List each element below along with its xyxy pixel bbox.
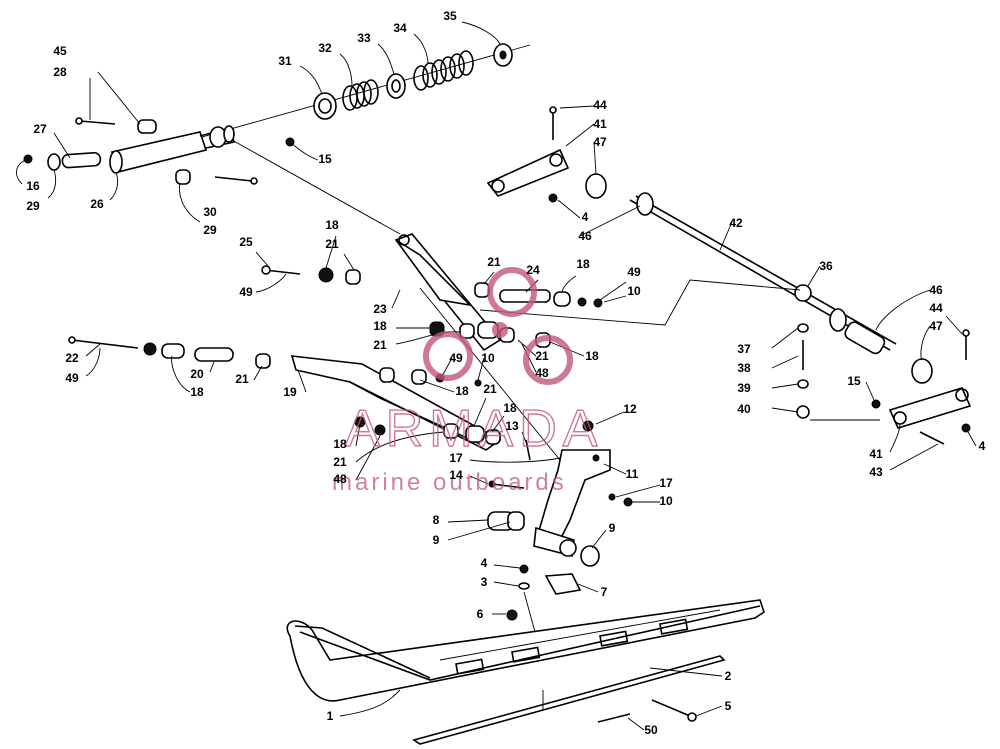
part-callout-4: 4 xyxy=(582,210,589,224)
part-callout-46: 46 xyxy=(578,229,592,243)
part-callout-4: 4 xyxy=(481,556,488,570)
part-callout-18: 18 xyxy=(576,257,590,271)
part-callout-21: 21 xyxy=(483,382,497,396)
part-callout-18: 18 xyxy=(585,349,599,363)
part-callout-44: 44 xyxy=(929,301,943,315)
part-callout-4: 4 xyxy=(979,439,986,453)
part-callout-29: 29 xyxy=(203,223,217,237)
part-callout-47: 47 xyxy=(929,319,943,333)
part-callout-8: 8 xyxy=(433,513,440,527)
watermark-subtitle: marine outboards xyxy=(332,469,567,496)
watermark-title: ARMADA xyxy=(345,400,603,458)
part-callout-18: 18 xyxy=(503,401,517,415)
part-callout-22: 22 xyxy=(65,351,79,365)
watermark: ARMADA marine outboards xyxy=(332,267,603,496)
part-callout-13: 13 xyxy=(505,419,519,433)
part-callout-31: 31 xyxy=(278,54,292,68)
part-callout-6: 6 xyxy=(477,607,484,621)
part-callout-21: 21 xyxy=(333,455,347,469)
steering-linkage xyxy=(479,106,972,445)
radius-rod-assembly xyxy=(68,139,603,461)
part-callout-21: 21 xyxy=(325,237,339,251)
ski xyxy=(286,599,765,745)
part-callout-17: 17 xyxy=(449,451,463,465)
part-callout-41: 41 xyxy=(869,447,883,461)
part-callout-21: 21 xyxy=(535,349,549,363)
shock-absorber-assembly xyxy=(23,43,531,185)
part-callout-44: 44 xyxy=(593,98,607,112)
part-callout-17: 17 xyxy=(659,476,673,490)
part-callout-42: 42 xyxy=(729,216,743,230)
part-callout-9: 9 xyxy=(433,533,440,547)
part-callout-11: 11 xyxy=(626,467,639,481)
part-callout-20: 20 xyxy=(190,367,204,381)
part-callout-21: 21 xyxy=(487,255,501,269)
part-callout-14: 14 xyxy=(449,468,463,482)
part-callout-18: 18 xyxy=(190,385,204,399)
part-callout-32: 32 xyxy=(318,41,332,55)
part-callout-21: 21 xyxy=(235,372,249,386)
part-callout-46: 46 xyxy=(929,283,943,297)
leader-lines xyxy=(16,21,977,731)
part-callout-23: 23 xyxy=(373,302,387,316)
part-callout-19: 19 xyxy=(283,385,297,399)
spindle-housing xyxy=(487,420,633,633)
part-callout-48: 48 xyxy=(535,366,549,380)
part-callout-10: 10 xyxy=(659,494,673,508)
part-callout-39: 39 xyxy=(737,381,751,395)
part-callout-15: 15 xyxy=(318,152,332,166)
part-callout-18: 18 xyxy=(333,437,347,451)
part-callout-15: 15 xyxy=(847,374,861,388)
part-callout-37: 37 xyxy=(737,342,751,356)
part-callout-26: 26 xyxy=(90,197,104,211)
part-callout-25: 25 xyxy=(239,235,253,249)
part-callout-21: 21 xyxy=(373,338,387,352)
part-callout-49: 49 xyxy=(627,265,641,279)
watermark-logo-icon xyxy=(423,267,573,385)
part-callout-18: 18 xyxy=(325,218,339,232)
part-callout-40: 40 xyxy=(737,402,751,416)
part-callout-2: 2 xyxy=(725,669,732,683)
part-callout-34: 34 xyxy=(393,21,407,35)
part-callout-5: 5 xyxy=(725,699,732,713)
part-callout-48: 48 xyxy=(333,472,347,486)
part-callout-49: 49 xyxy=(449,351,463,365)
part-callout-38: 38 xyxy=(737,361,751,375)
part-callout-33: 33 xyxy=(357,31,371,45)
part-callout-10: 10 xyxy=(481,351,495,365)
part-callout-16: 16 xyxy=(26,179,40,193)
part-callout-41: 41 xyxy=(593,117,607,131)
part-callout-47: 47 xyxy=(593,135,607,149)
part-callout-7: 7 xyxy=(601,585,608,599)
part-callout-18: 18 xyxy=(455,384,469,398)
part-callout-3: 3 xyxy=(481,575,488,589)
part-callout-27: 27 xyxy=(33,122,47,136)
part-callout-24: 24 xyxy=(526,263,540,277)
part-callout-1: 1 xyxy=(327,709,334,723)
part-callout-50: 50 xyxy=(644,723,658,737)
part-callout-49: 49 xyxy=(239,285,253,299)
part-callout-10: 10 xyxy=(627,284,641,298)
part-callout-29: 29 xyxy=(26,199,40,213)
part-callout-30: 30 xyxy=(203,205,217,219)
part-callout-18: 18 xyxy=(373,319,387,333)
part-callout-9: 9 xyxy=(609,521,616,535)
part-callout-12: 12 xyxy=(623,402,637,416)
part-callout-49: 49 xyxy=(65,371,79,385)
part-callout-35: 35 xyxy=(443,9,457,23)
part-callout-36: 36 xyxy=(819,259,833,273)
part-callout-28: 28 xyxy=(53,65,67,79)
part-callout-43: 43 xyxy=(869,465,883,479)
part-callout-45: 45 xyxy=(53,44,67,58)
